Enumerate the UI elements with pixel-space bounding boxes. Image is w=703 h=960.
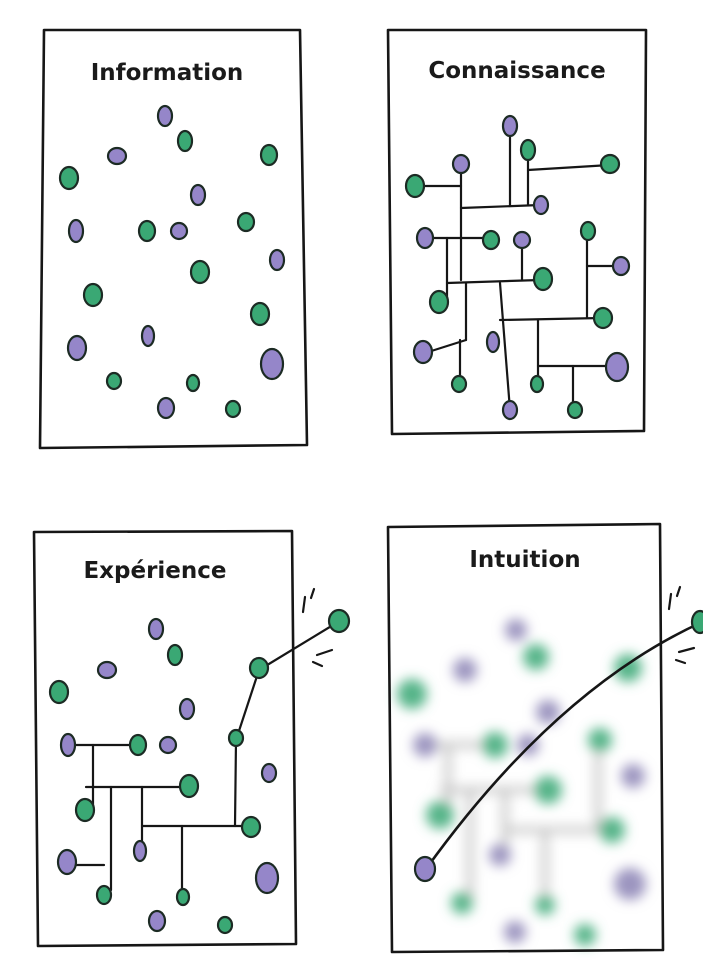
panel-connaissance: Connaissance (386, 28, 648, 436)
dots-information (58, 104, 286, 420)
network-lines-connaissance (413, 128, 620, 412)
blurred-network (397, 619, 646, 946)
panel-frame (386, 522, 665, 954)
network-lines-experience (67, 620, 340, 899)
panel-title-experience: Expérience (83, 558, 226, 584)
spark-marks (301, 587, 334, 668)
dots-experience (48, 608, 351, 935)
panel-intuition: Intuition (386, 522, 703, 954)
panel-frame (386, 28, 648, 436)
end-dot (690, 609, 703, 635)
panel-information: Information (38, 28, 309, 450)
panel-title-information: Information (91, 60, 244, 86)
start-dot (413, 855, 437, 883)
panel-frame (38, 28, 309, 450)
panel-title-connaissance: Connaissance (428, 58, 605, 84)
panel-experience: Expérience (32, 529, 351, 948)
spark-marks (667, 585, 696, 665)
panel-frame (32, 529, 298, 948)
intuition-leap-line (424, 621, 702, 871)
dots-connaissance (404, 114, 631, 421)
panel-title-intuition: Intuition (469, 547, 580, 573)
